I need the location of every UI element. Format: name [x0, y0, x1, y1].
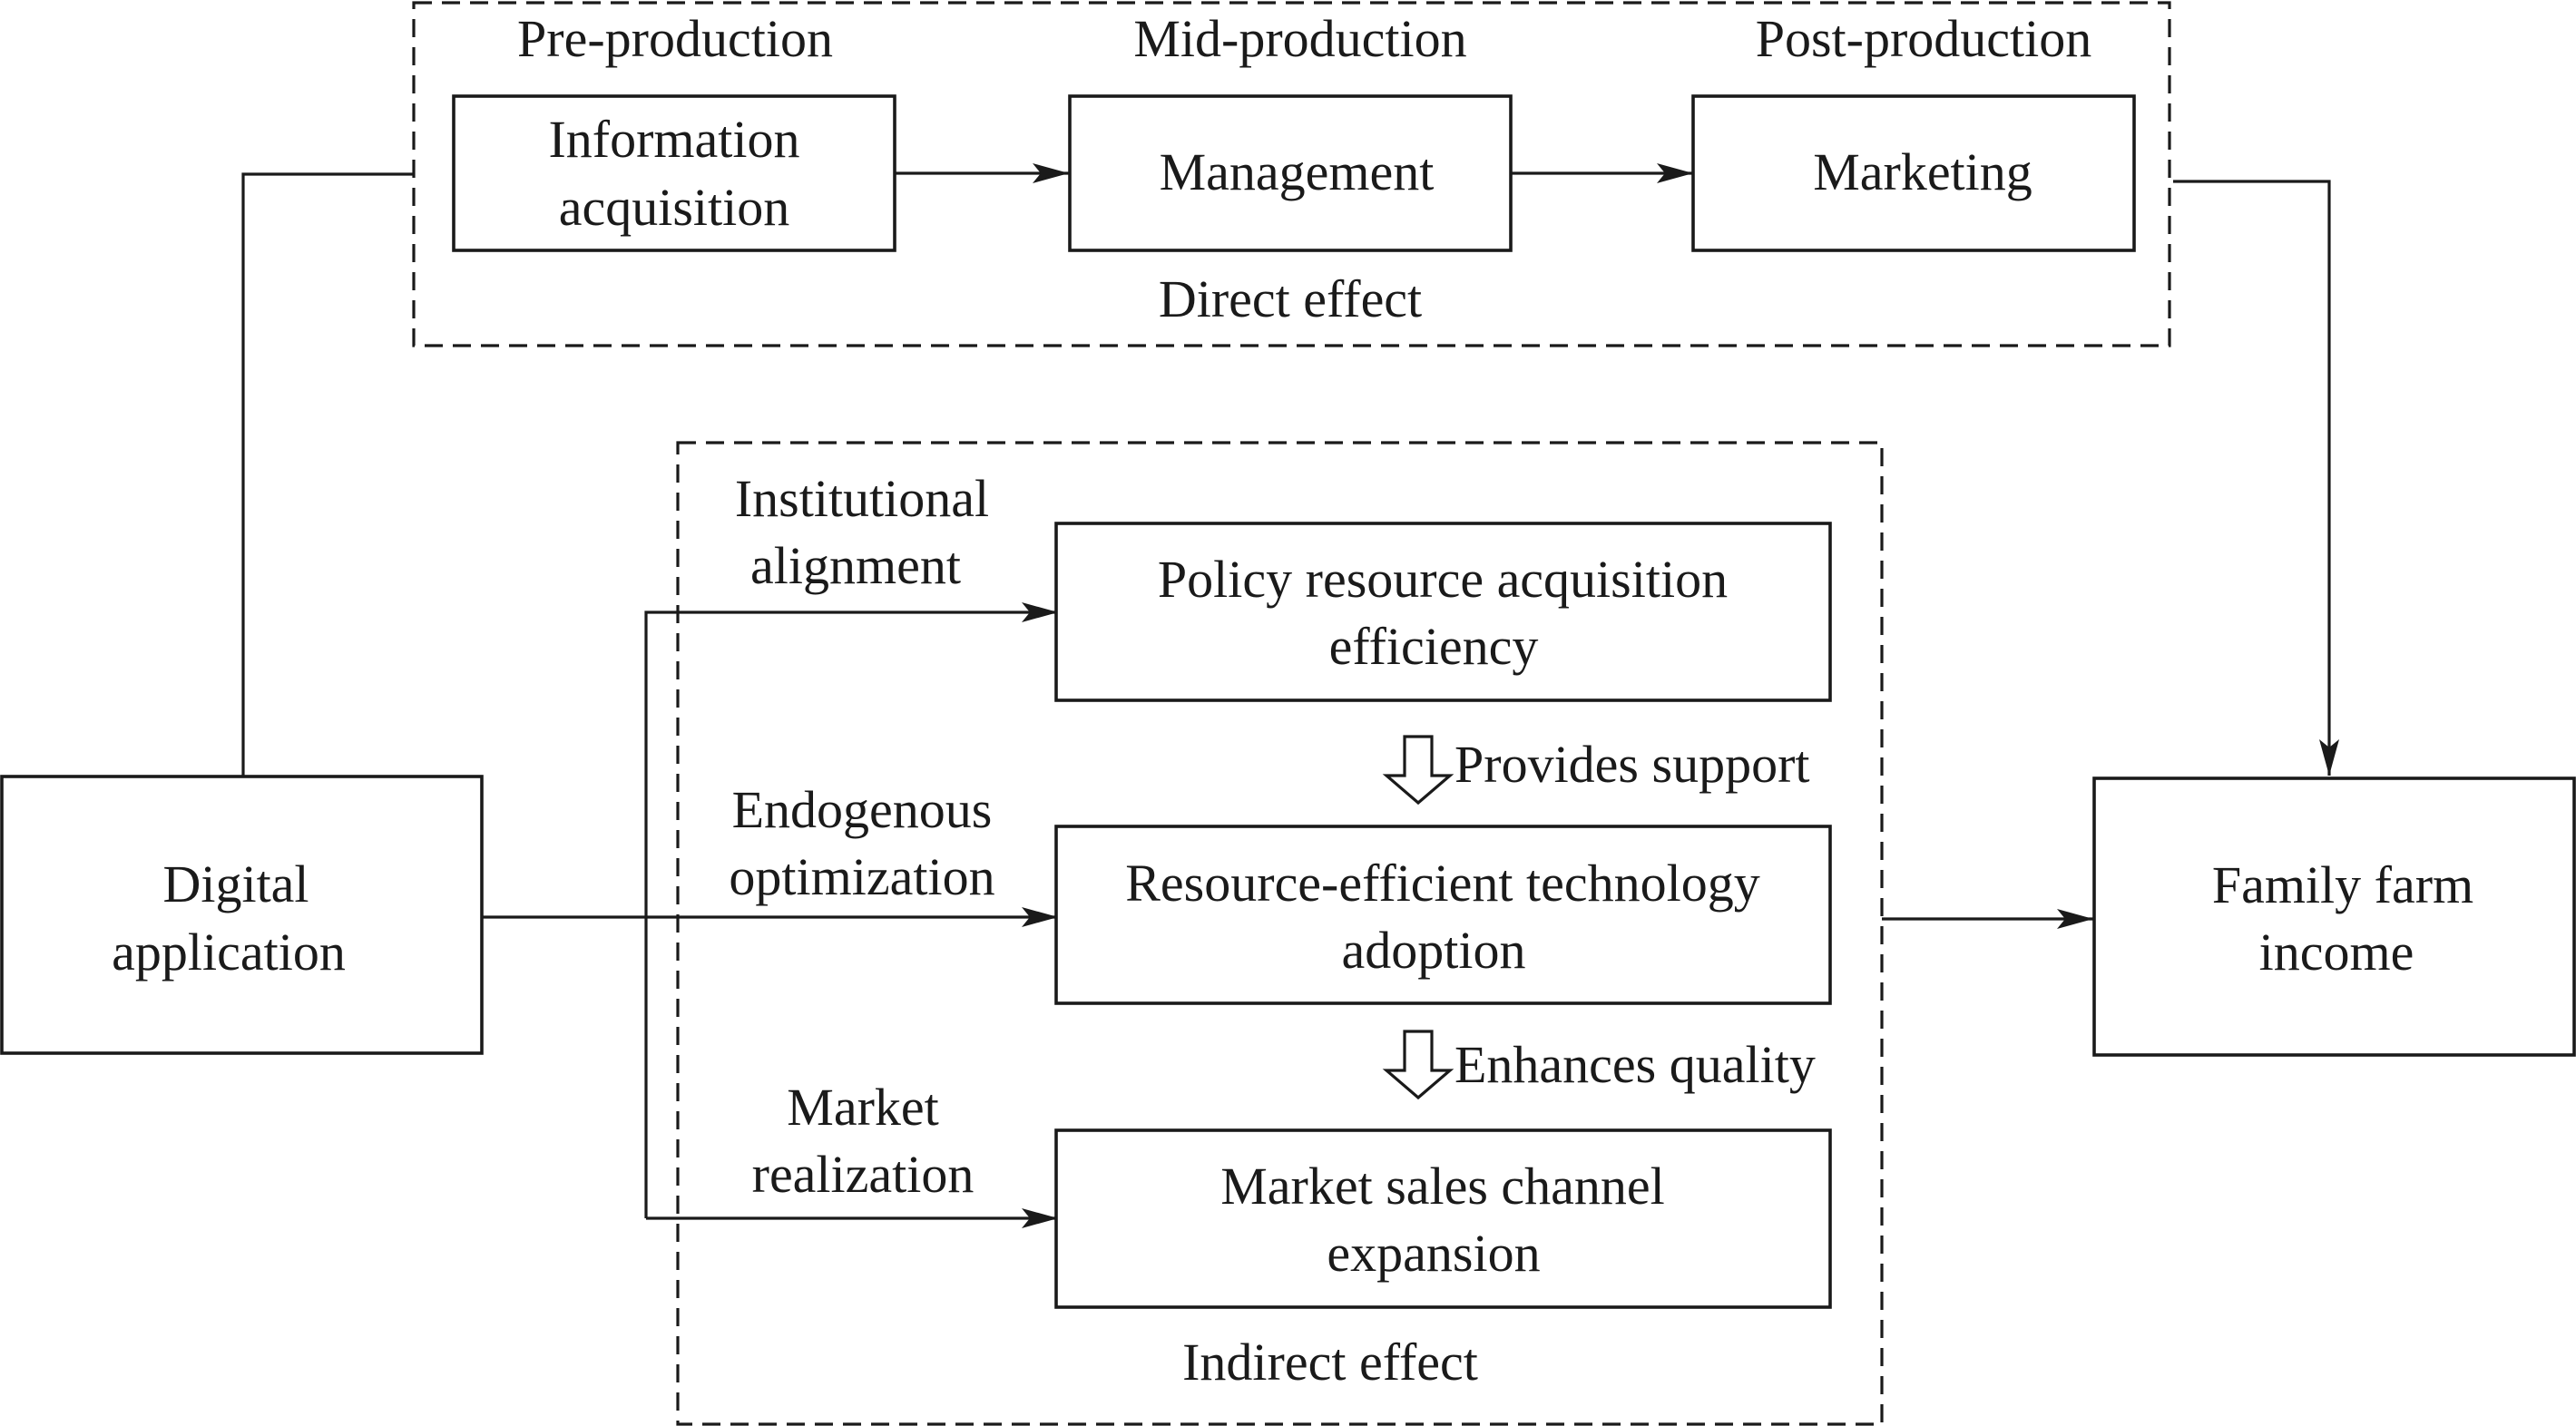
target-label-1: Family farm: [2212, 855, 2473, 914]
provides-support-label: Provides support: [1455, 735, 1810, 794]
source-to-direct-line: [241, 172, 414, 776]
information-acquisition-box: [452, 94, 896, 252]
enhances-quality-label: Enhances quality: [1455, 1035, 1816, 1094]
indirect-effect-group: [676, 441, 1884, 1426]
target-label-2: income: [2259, 923, 2414, 982]
source-label-2: application: [112, 923, 346, 982]
stage-label-pre: Pre-production: [517, 9, 833, 68]
institutional-label-2: alignment: [750, 536, 961, 595]
technology-adoption-label-2: adoption: [1342, 921, 1526, 980]
direct-to-target-arrow: [2173, 180, 2339, 776]
marketing-box: [1691, 94, 2136, 252]
target-box: [2092, 776, 2576, 1057]
source-label-1: Digital: [162, 855, 309, 913]
information-acquisition-label-2: acquisition: [559, 178, 790, 237]
management-label: Management: [1160, 142, 1435, 201]
indirect-effect-label: Indirect effect: [1182, 1333, 1478, 1392]
technology-adoption-label-1: Resource-efficient technology: [1125, 854, 1759, 913]
direct-effect-label: Direct effect: [1159, 269, 1422, 328]
information-acquisition-label-1: Information: [548, 110, 799, 169]
source-box: [0, 775, 484, 1055]
market-channel-label-1: Market sales channel: [1220, 1157, 1665, 1216]
market-channel-box: [1054, 1128, 1832, 1309]
market-path-label-2: realization: [752, 1145, 975, 1204]
management-box: [1068, 94, 1513, 252]
market-channel-label-2: expansion: [1327, 1224, 1540, 1283]
provides-support-arrow-icon: [1382, 735, 1455, 806]
institutional-label-1: Institutional: [735, 469, 989, 528]
enhances-quality-arrow-icon: [1382, 1030, 1455, 1100]
endogenous-label-1: Endogenous: [732, 780, 993, 839]
policy-resource-box: [1054, 522, 1832, 702]
policy-resource-label-1: Policy resource acquisition: [1158, 550, 1728, 609]
technology-adoption-box: [1054, 825, 1832, 1005]
marketing-label: Marketing: [1813, 142, 2032, 201]
stage-label-post: Post-production: [1756, 9, 2092, 68]
stage-label-mid: Mid-production: [1133, 9, 1466, 68]
policy-resource-label-2: efficiency: [1329, 617, 1539, 676]
endogenous-label-2: optimization: [729, 847, 994, 906]
market-path-label-1: Market: [787, 1078, 939, 1137]
branch-to-policy-arrow: [644, 602, 1058, 1218]
